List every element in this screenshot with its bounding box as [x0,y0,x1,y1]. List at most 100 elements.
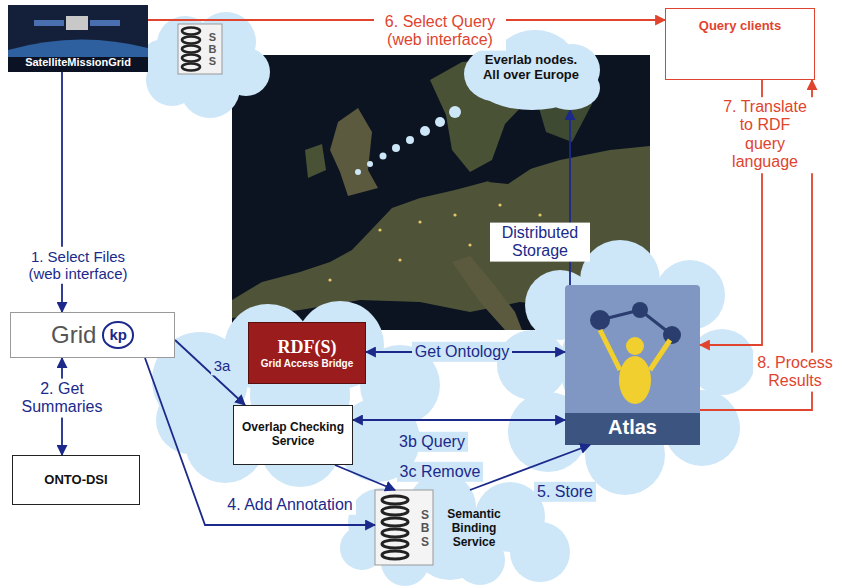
bubble [449,106,461,118]
connector-arrow [353,419,565,421]
label-holder: 3c Remove [395,462,485,482]
figure-body [619,356,651,404]
binder-ring [382,551,408,559]
logo-box: RDF(S)Grid Access Bridge [248,322,366,384]
city-light [328,278,331,281]
process-box: ONTO-DSI [12,455,140,505]
city-light [398,258,401,261]
service-node: SBSSemantic Binding Service [375,490,515,568]
city-light [468,243,471,246]
edge-label: 7. Translate to RDF query language [717,97,813,173]
city-light [378,228,381,231]
connector-arrow [335,465,395,490]
label-holder: 6. Select Query (web interface) [374,12,506,51]
label-holder: 2. Get Summaries [16,379,108,418]
node-text: kp [102,321,134,348]
binder-ring [182,37,200,44]
icon-ground [178,24,222,74]
cloud-part [497,330,567,400]
client-box: Query clients [665,8,815,80]
sea [488,140,540,184]
figure-arm [600,330,620,370]
node-text: Query clients [699,19,781,34]
city-light [453,213,456,216]
city-light [538,213,541,216]
bubble [355,169,361,175]
bubble [420,126,430,136]
atom [632,302,648,318]
logo-box: Gridkp [10,312,175,358]
binder-icon [178,24,222,74]
land [330,108,378,196]
binder-ring [382,540,408,548]
label-holder: 8. Process Results [753,353,837,392]
node-text: Atlas [608,416,657,439]
binder-ring [182,64,200,71]
binder-ring [382,529,408,537]
bubble [367,161,373,167]
edge-label: 3b Query [396,432,468,452]
land [452,256,522,330]
figure-head [626,337,644,355]
atlas-picture [565,285,700,445]
binder-ring [382,496,408,504]
space [8,5,148,72]
solar-panel [34,20,64,26]
land [305,144,326,178]
bubble [380,153,387,160]
node-text: Grid [51,321,96,349]
atom [663,326,681,344]
cloud [497,240,755,495]
satellite-node: SatelliteMissionGrid [8,5,148,72]
cloud [142,12,270,118]
solar-panel [90,20,120,26]
label-holder: 7. Translate to RDF query language [717,97,813,173]
binder-ring [182,55,200,62]
node-text: ONTO-DSI [44,473,107,488]
node-text: Everlab nodes. All over Europe [478,53,584,83]
vertical-label: SBS [419,509,431,549]
earth [8,39,148,72]
binder-node: SBS [178,24,222,74]
edge-label: Distributed Storage [490,223,590,262]
edge-label: 8. Process Results [753,353,837,392]
edge-label: 4. Add Annotation [224,495,355,515]
caption-band [565,413,700,445]
caption-band [8,57,148,72]
cloud-part [510,522,570,582]
process-box: Overlap Checking Service [233,405,353,465]
vertical-label: SBS [207,31,218,67]
edge-label: 6. Select Query (web interface) [374,12,506,51]
node-text: Overlap Checking Service [238,421,348,449]
edge-label: Get Ontology [412,342,512,362]
bubble [435,117,445,127]
binder-icon [375,490,433,565]
icon-ground [375,490,433,565]
binder-ring [182,28,200,35]
figure-arm [650,340,670,370]
cloud-bubbles [355,106,461,175]
city-light [498,203,501,206]
node-text: SatelliteMissionGrid [25,56,131,69]
bubble [392,144,400,152]
label-holder: 4. Add Annotation [215,495,365,515]
label-holder: 1. Select Files (web interface) [12,247,144,284]
label-holder: Get Ontology [402,342,522,362]
label-holder: 5. Store [529,482,601,502]
edge-label: 2. Get Summaries [16,379,108,418]
binder-ring [382,507,408,515]
node-text: RDF(S) [278,337,337,358]
satellite-picture [8,5,148,72]
node-text: Grid Access Bridge [261,358,353,370]
edge-label: 1. Select Files (web interface) [12,247,144,284]
binder-ring [182,46,200,53]
connector-arrow [175,340,245,405]
edge-label: 3a [211,356,234,375]
cloud-part [156,386,224,454]
city-light [418,220,421,223]
label-holder: 3b Query [387,432,477,452]
bubble [406,136,414,144]
binder-ring [382,518,408,526]
